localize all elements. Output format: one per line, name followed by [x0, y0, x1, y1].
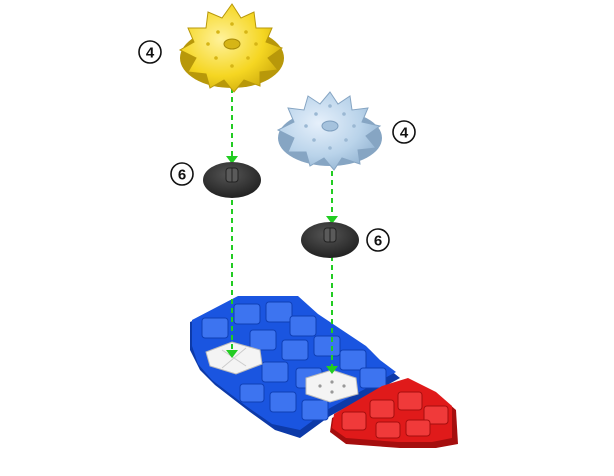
callout-left-spacer: 6	[171, 163, 193, 185]
callout-label: 4	[400, 125, 409, 142]
yellow-gear-icon	[180, 4, 284, 92]
callout-label: 6	[178, 167, 186, 184]
callout-blue-gear: 4	[393, 121, 415, 143]
spacer-disc-icon	[203, 162, 261, 198]
spacer-disc-icon	[301, 222, 359, 258]
callout-right-spacer: 6	[367, 229, 389, 251]
callout-label: 4	[146, 45, 155, 62]
callout-label: 6	[374, 233, 382, 250]
blue-gear-icon	[278, 92, 382, 170]
baseplate-icon	[190, 296, 458, 448]
callout-yellow-gear: 4	[139, 41, 161, 63]
